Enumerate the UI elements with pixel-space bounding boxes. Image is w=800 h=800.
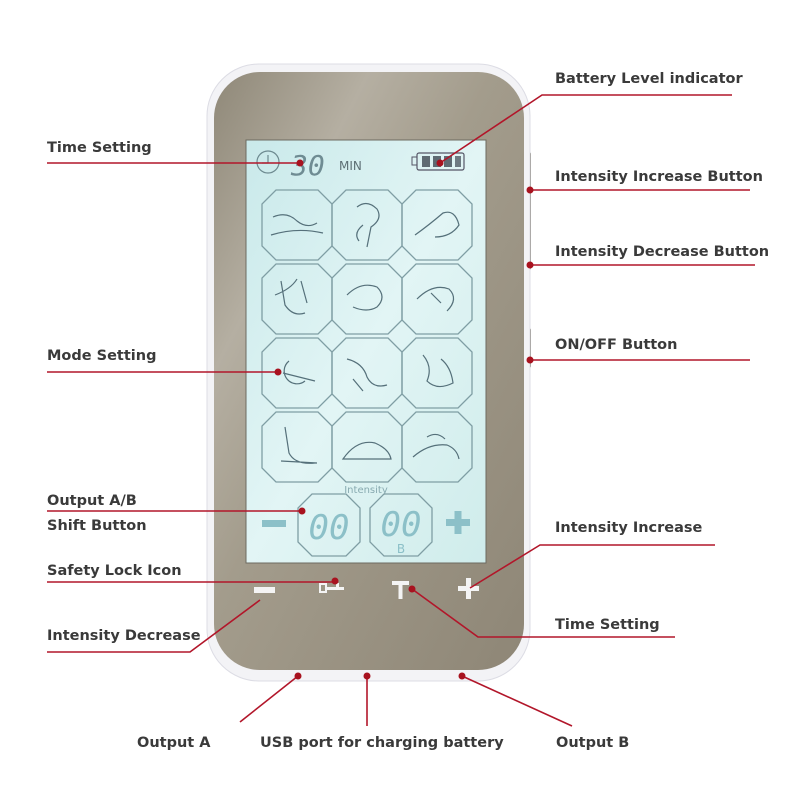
mode-button[interactable] xyxy=(401,189,473,261)
mode-octagon xyxy=(331,337,403,409)
label-intensity-decrease-button: Intensity Decrease Button xyxy=(555,244,769,260)
body-area-illustration-icon xyxy=(414,211,460,238)
body-area-illustration-icon xyxy=(346,358,388,392)
timer-value: 30 xyxy=(290,149,325,182)
mode-octagon xyxy=(331,263,403,335)
intensity-label: Intensity xyxy=(344,485,388,496)
body-area-illustration-icon xyxy=(274,278,308,315)
intensity-decrease-button[interactable] xyxy=(254,587,275,593)
label-on-off-button: ON/OFF Button xyxy=(555,337,677,353)
mode-octagon xyxy=(401,337,473,409)
safety-lock-key-icon[interactable] xyxy=(319,583,344,593)
mode-button[interactable] xyxy=(331,337,403,409)
channel-b-frame xyxy=(369,493,433,557)
body-area-illustration-icon xyxy=(422,354,454,388)
label-output-ab-line2: Shift Button xyxy=(47,518,147,534)
mode-octagon xyxy=(331,411,403,483)
body-area-illustration-icon xyxy=(346,284,383,311)
mode-octagon xyxy=(261,189,333,261)
intensity-increase-button[interactable] xyxy=(458,578,479,599)
mode-grid[interactable] xyxy=(261,189,473,483)
mode-button[interactable] xyxy=(261,189,333,261)
mode-octagon xyxy=(261,337,333,409)
body-area-illustration-icon xyxy=(341,441,392,460)
label-usb-port: USB port for charging battery xyxy=(260,735,504,751)
lcd-screen xyxy=(245,139,487,564)
mode-octagon xyxy=(261,411,333,483)
screen-minus-icon xyxy=(262,520,286,527)
mode-octagon xyxy=(401,263,473,335)
body-area-illustration-icon xyxy=(282,360,316,385)
label-intensity-decrease: Intensity Decrease xyxy=(47,628,201,644)
mode-octagon xyxy=(401,189,473,261)
label-safety-lock: Safety Lock Icon xyxy=(47,563,182,579)
label-mode-setting: Mode Setting xyxy=(47,348,156,364)
mode-octagon xyxy=(401,411,473,483)
callout-lines xyxy=(47,94,755,727)
channel-a-value: 00 xyxy=(309,508,350,548)
mode-button[interactable] xyxy=(261,337,333,409)
channel-a-frame xyxy=(297,493,361,557)
screen-plus-icon xyxy=(446,511,470,534)
body-area-illustration-icon xyxy=(412,433,460,460)
body-area-illustration-icon xyxy=(356,202,380,248)
mode-button[interactable] xyxy=(261,411,333,483)
label-battery-indicator: Battery Level indicator xyxy=(555,71,743,87)
body-area-illustration-icon xyxy=(416,286,455,312)
mode-button[interactable] xyxy=(261,263,333,335)
timer-unit: MIN xyxy=(339,159,362,173)
mode-button[interactable] xyxy=(401,263,473,335)
body-area-illustration-icon xyxy=(280,426,318,464)
mode-button[interactable] xyxy=(401,337,473,409)
mode-octagon xyxy=(331,189,403,261)
mode-button[interactable] xyxy=(401,411,473,483)
mode-button[interactable] xyxy=(331,411,403,483)
label-output-b: Output B xyxy=(556,735,629,751)
label-output-ab-line1: Output A/B xyxy=(47,493,137,509)
time-setting-button[interactable] xyxy=(392,581,409,599)
label-time-setting-bottom: Time Setting xyxy=(555,617,660,633)
channel-b-letter: B xyxy=(397,542,405,556)
label-intensity-increase: Intensity Increase xyxy=(555,520,703,536)
label-intensity-increase-button: Intensity Increase Button xyxy=(555,169,763,185)
label-output-a: Output A xyxy=(137,735,211,751)
mode-button[interactable] xyxy=(331,189,403,261)
body-area-illustration-icon xyxy=(270,214,324,236)
mode-button[interactable] xyxy=(331,263,403,335)
label-time-setting-top: Time Setting xyxy=(47,140,152,156)
mode-octagon xyxy=(261,263,333,335)
channel-b-value: 00 xyxy=(381,505,422,545)
